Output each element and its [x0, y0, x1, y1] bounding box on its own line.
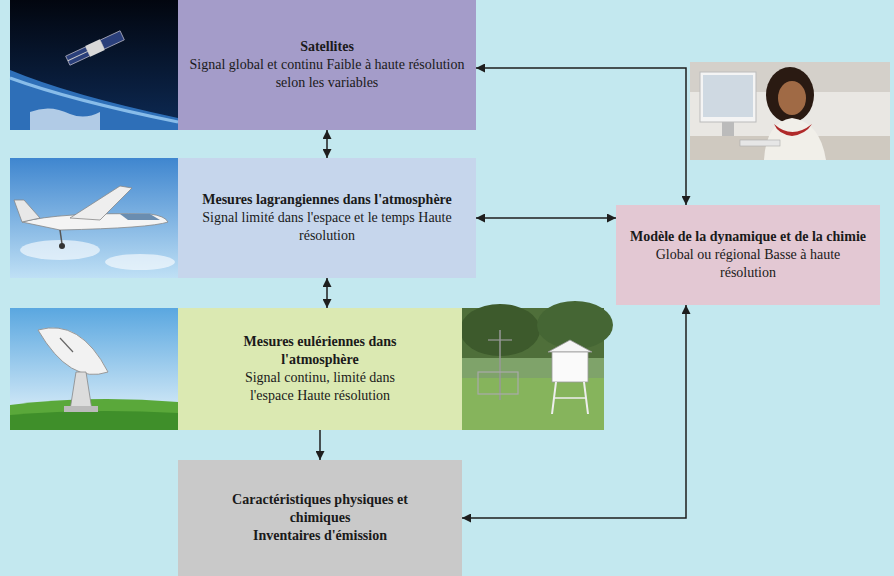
satellite-photo: [10, 0, 178, 130]
box-body: Signal global et continu Faible à haute …: [188, 56, 466, 92]
box-body: Signal limité dans l'espace et le temps …: [188, 209, 466, 245]
emission-box: Caractéristiques physiques et chimiquesI…: [178, 460, 462, 576]
connector-arrow: [326, 278, 328, 308]
box-body: Global ou régional Basse à haute résolut…: [626, 246, 870, 282]
connector-arrow: [476, 217, 616, 219]
box-heading: Mesures eulériennes dans l'atmosphère: [238, 333, 402, 369]
radar-photo: [10, 308, 178, 430]
eulerian-box: Mesures eulériennes dans l'atmosphèreSig…: [178, 308, 462, 430]
model-box: Modèle de la dynamique et de la chimieGl…: [616, 205, 880, 305]
lagrangian-box: Mesures lagrangiennes dans l'atmosphèreS…: [178, 158, 476, 278]
box-heading: Modèle de la dynamique et de la chimie: [630, 228, 866, 246]
box-body: Inventaires d'émission: [253, 527, 387, 545]
satellite-box: SatellitesSignal global et continu Faibl…: [178, 0, 476, 130]
scientist-photo: [690, 62, 890, 160]
box-heading: Caractéristiques physiques et chimiques: [228, 491, 412, 527]
connector-arrow: [319, 430, 321, 460]
connector-arrow: [476, 68, 686, 205]
box-heading: Mesures lagrangiennes dans l'atmosphère: [202, 191, 452, 209]
connector-arrow: [462, 305, 686, 518]
box-body: Signal continu, limité dans l'espace Hau…: [238, 369, 402, 405]
airplane-photo: [10, 158, 178, 278]
weather-station-photo: [460, 301, 613, 430]
connector-arrow: [326, 130, 328, 158]
box-heading: Satellites: [300, 38, 354, 56]
